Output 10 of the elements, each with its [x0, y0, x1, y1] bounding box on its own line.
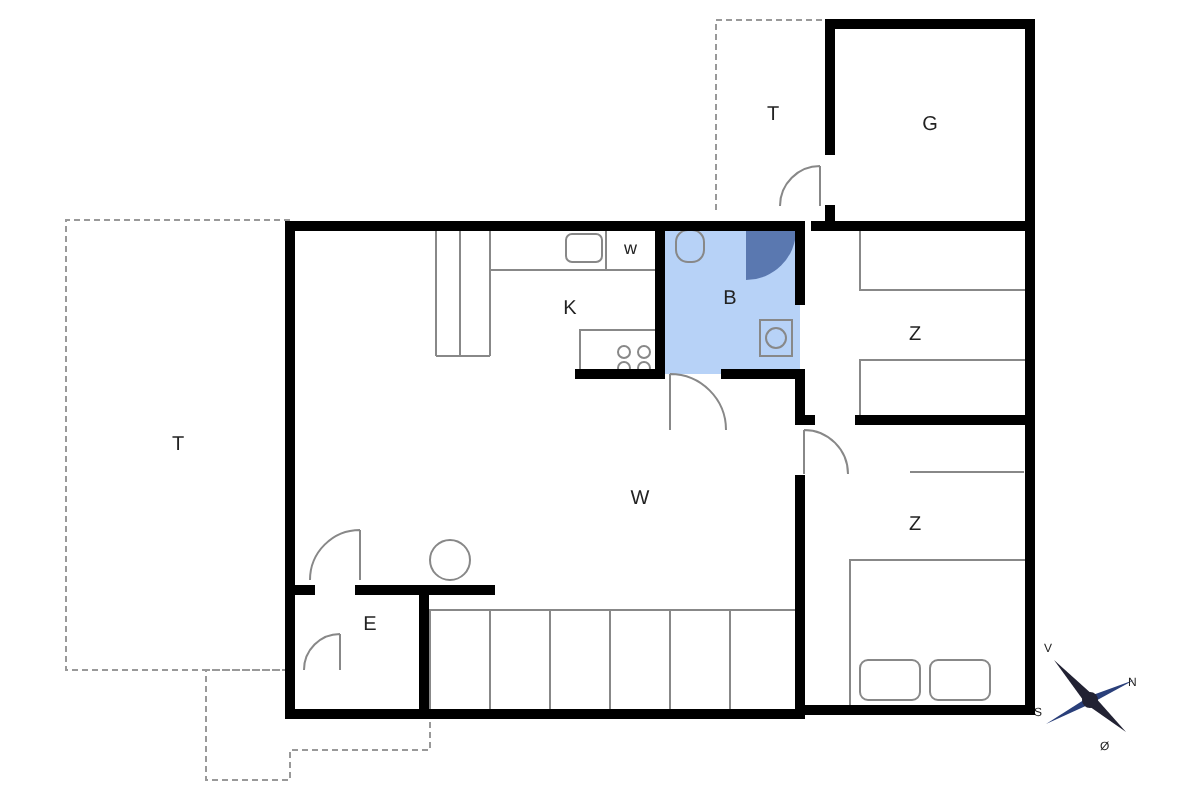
room-label: K — [563, 300, 577, 320]
appliance-label: w — [624, 240, 637, 258]
room-label: Z — [908, 325, 922, 345]
room-label: T — [171, 435, 185, 455]
room-label: Z — [908, 515, 922, 535]
room-label: E — [363, 615, 377, 635]
room-label: G — [922, 115, 938, 135]
room-label: B — [723, 290, 737, 310]
room-label: W — [630, 490, 650, 510]
room-label: T — [766, 105, 780, 125]
